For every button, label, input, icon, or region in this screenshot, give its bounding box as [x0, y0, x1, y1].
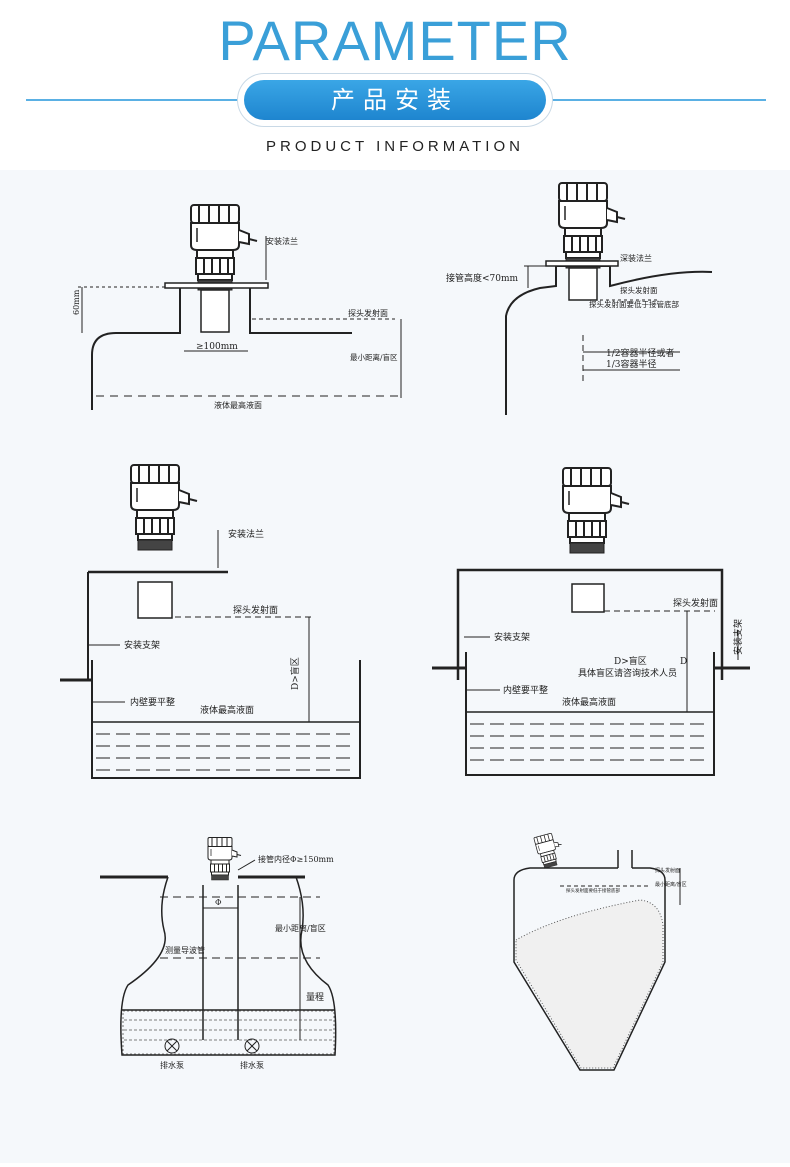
- d6-note-label: 探头发射面要低于接管底部: [566, 887, 620, 894]
- d1-diameter-label: ≥100mm: [196, 342, 238, 352]
- d2-probe-face-label: 探头发射面: [620, 285, 658, 295]
- diagram-bracket-mount: 安装法兰 探头发射面 D>盲区 安装支架 内壁要平整 液体最高液面: [60, 464, 361, 779]
- d4-d-mark: D: [680, 657, 687, 667]
- d3-probe-face-label: 探头发射面: [233, 604, 278, 616]
- header: PARAMETER 产品安装 PRODUCT INFORMATION: [0, 0, 790, 168]
- d4-probe-face-label: 探头发射面: [673, 597, 718, 609]
- d4-blind-label: D>盲区: [614, 655, 647, 667]
- d5-guide-pipe-label: 测量导波管: [165, 945, 205, 955]
- d1-flange-label: 安装法兰: [266, 236, 298, 246]
- d1-max-level-label: 液体最高液面: [214, 400, 262, 410]
- d1-probe-face-label: 探头发射面: [348, 308, 388, 318]
- d4-consult-label: 具体盲区请咨询技术人员: [578, 667, 677, 679]
- d3-blind-label: D>盲区: [289, 657, 301, 690]
- d5-pipe-inner-label: 接管内径Φ≥150mm: [258, 854, 334, 864]
- diagram-top-mount: 探头发射面 D 安装支架 安装支架 D>盲区 具体盲区请咨询技术人员 内壁要平整…: [432, 467, 750, 776]
- d2-flange-label: 深装法兰: [620, 253, 652, 263]
- d3-flange-label: 安装法兰: [228, 528, 264, 540]
- section-badge: 产品安装: [238, 74, 552, 126]
- d1-min-distance-label: 最小距离/盲区: [350, 352, 398, 362]
- d2-radius-third-label: 1/3容器半径: [606, 358, 657, 370]
- d3-wall-label: 内壁要平整: [130, 696, 175, 708]
- d4-bracket-label: 安装支架: [494, 631, 530, 643]
- diagram-nozzle-mount: 深装法兰 接管高度<70mm 探头发射面 探头发射面要低于接管底部 1/2容器半…: [446, 182, 713, 415]
- d5-pump-left-label: 排水泵: [160, 1060, 184, 1070]
- d3-max-level-label: 液体最高液面: [200, 704, 254, 716]
- d5-range-label: 量程: [306, 992, 324, 1003]
- d6-probe-face-label: 探头发射面: [655, 867, 680, 874]
- d5-phi-label: Φ: [215, 898, 222, 907]
- d4-wall-label: 内壁要平整: [503, 684, 548, 696]
- d5-min-distance-label: 最小距离/盲区: [275, 923, 326, 933]
- d2-probe-note-label: 探头发射面要低于接管底部: [589, 299, 679, 309]
- diagram-solids-hopper: 探头发射面要低于接管底部 探头发射面 最小距离/盲区: [513, 830, 687, 1071]
- diagram-guide-pipe: Φ 接管内径Φ≥150mm 最小距离/盲区 测量导波管 量程 排水泵 排水泵: [100, 837, 337, 1070]
- diagram-flange-mount: 安装法兰 60mm ≥100mm 探头发射面 最小距离/盲区 液体最高液面: [72, 204, 402, 410]
- section-badge-label: 产品安装: [244, 80, 546, 120]
- d3-bracket-label: 安装支架: [124, 639, 160, 651]
- diagram-panel: 安装法兰 60mm ≥100mm 探头发射面 最小距离/盲区 液体最高液面 深装…: [0, 170, 790, 1163]
- page-title: PARAMETER: [218, 9, 572, 72]
- d4-max-level-label: 液体最高液面: [562, 696, 616, 708]
- d5-pump-right-label: 排水泵: [240, 1060, 264, 1070]
- page-subtitle: PRODUCT INFORMATION: [266, 138, 524, 155]
- d2-pipe-height-label: 接管高度<70mm: [446, 272, 519, 284]
- d2-radius-half-label: 1/2容器半径或者: [606, 347, 675, 359]
- d1-height-label: 60mm: [72, 289, 81, 315]
- d6-min-distance-label: 最小距离/盲区: [655, 881, 687, 888]
- installation-diagrams: 安装法兰 60mm ≥100mm 探头发射面 最小距离/盲区 液体最高液面 深装…: [60, 182, 750, 1071]
